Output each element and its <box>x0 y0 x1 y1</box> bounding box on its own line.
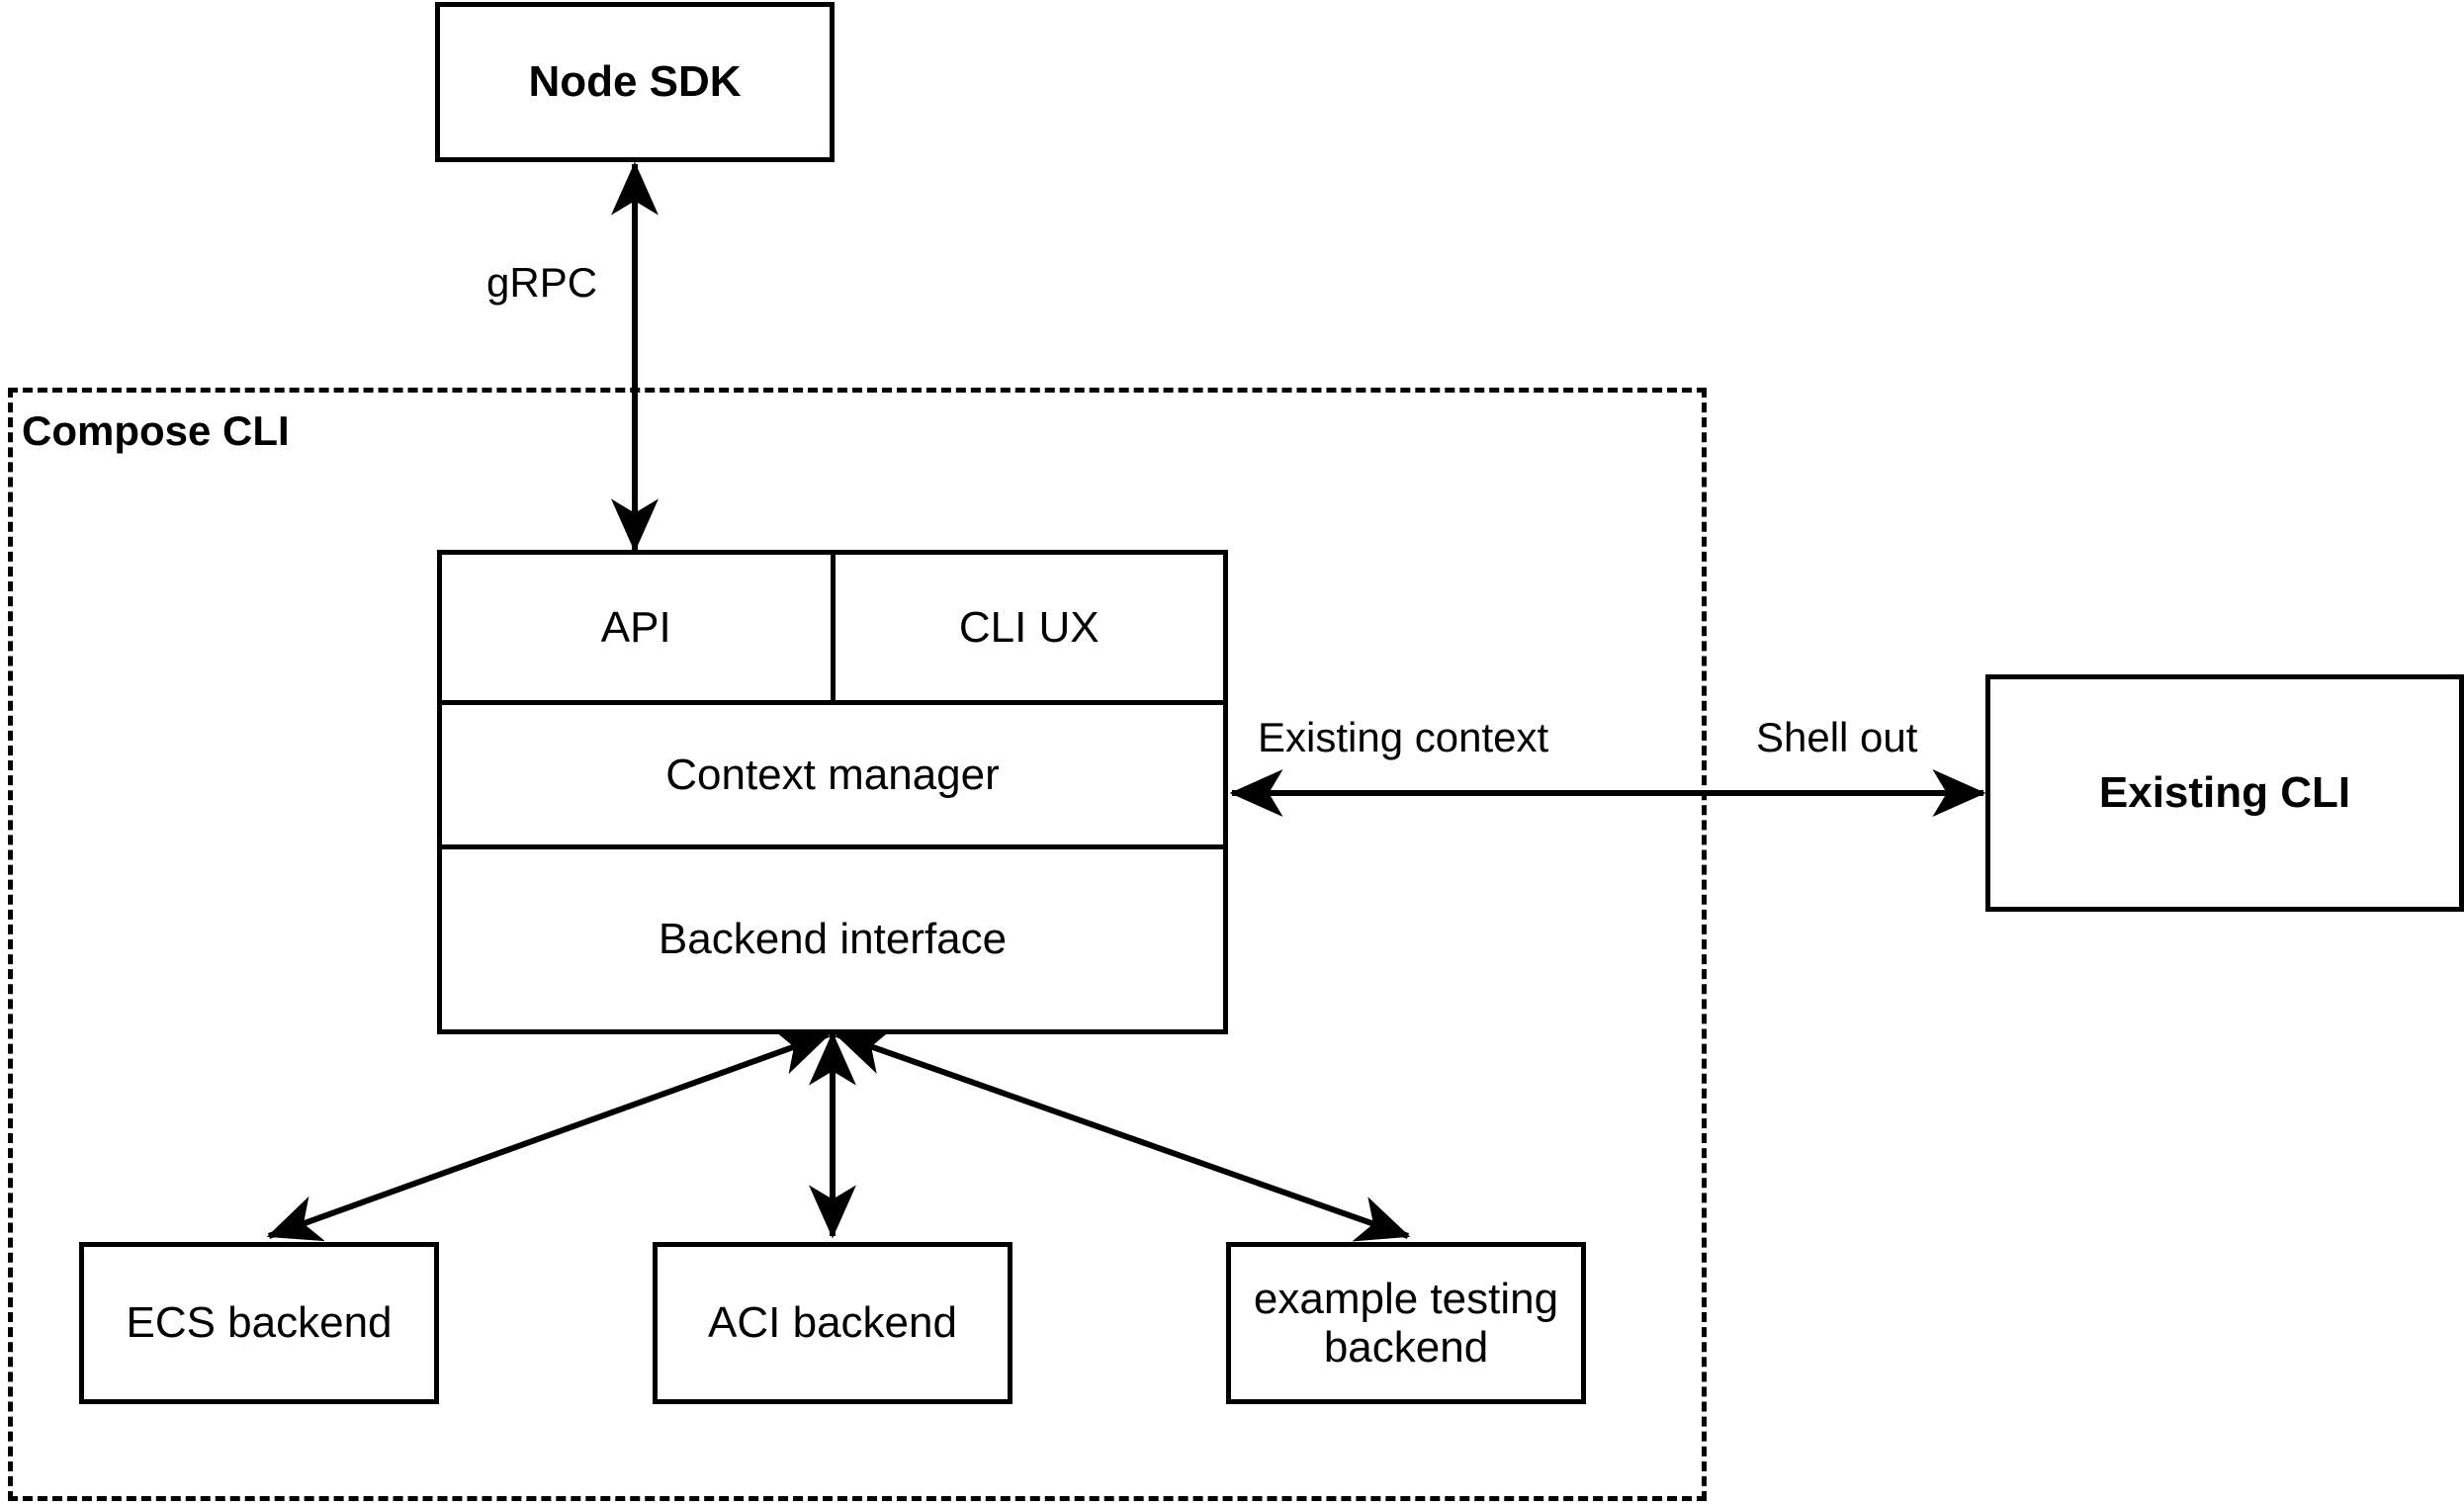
example-testing-backend-label-line2: backend <box>1323 1323 1489 1372</box>
aci-backend-box[interactable]: ACI backend <box>653 1242 1012 1404</box>
stack-cell-backend-interface-label: Backend interface <box>658 915 1008 963</box>
existing-cli-box[interactable]: Existing CLI <box>1985 674 2464 912</box>
edge-label-shell-out: Shell out <box>1756 714 1918 760</box>
stack-cell-context-manager[interactable]: Context manager <box>442 705 1223 844</box>
stack-cell-cli-ux-label: CLI UX <box>958 602 1100 652</box>
stack-cell-context-manager-label: Context manager <box>665 750 1000 799</box>
edge-label-grpc: gRPC <box>486 259 598 306</box>
ecs-backend-box[interactable]: ECS backend <box>79 1242 439 1404</box>
node-sdk-label: Node SDK <box>528 57 742 107</box>
compose-cli-boundary-label: Compose CLI <box>22 407 290 454</box>
stack-row-api-cliux: API CLI UX <box>442 555 1223 705</box>
stack-cell-api[interactable]: API <box>442 555 836 700</box>
stack-cell-cli-ux[interactable]: CLI UX <box>836 555 1224 700</box>
example-testing-backend-box[interactable]: example testing backend <box>1226 1242 1586 1404</box>
ecs-backend-label: ECS backend <box>126 1298 393 1348</box>
compose-cli-stack: API CLI UX Context manager Backend inter… <box>437 550 1228 1034</box>
stack-row-backend-interface: Backend interface <box>442 849 1223 1029</box>
edge-label-existing-context: Existing context <box>1258 714 1549 760</box>
existing-cli-label: Existing CLI <box>2098 768 2351 818</box>
stack-cell-api-label: API <box>600 602 671 652</box>
aci-backend-label: ACI backend <box>708 1298 957 1348</box>
stack-row-context-manager: Context manager <box>442 705 1223 849</box>
compose-cli-boundary <box>8 388 1707 1501</box>
stack-cell-backend-interface[interactable]: Backend interface <box>442 849 1223 1029</box>
node-sdk-box[interactable]: Node SDK <box>435 2 835 162</box>
example-testing-backend-label-line1: example testing <box>1253 1274 1559 1323</box>
